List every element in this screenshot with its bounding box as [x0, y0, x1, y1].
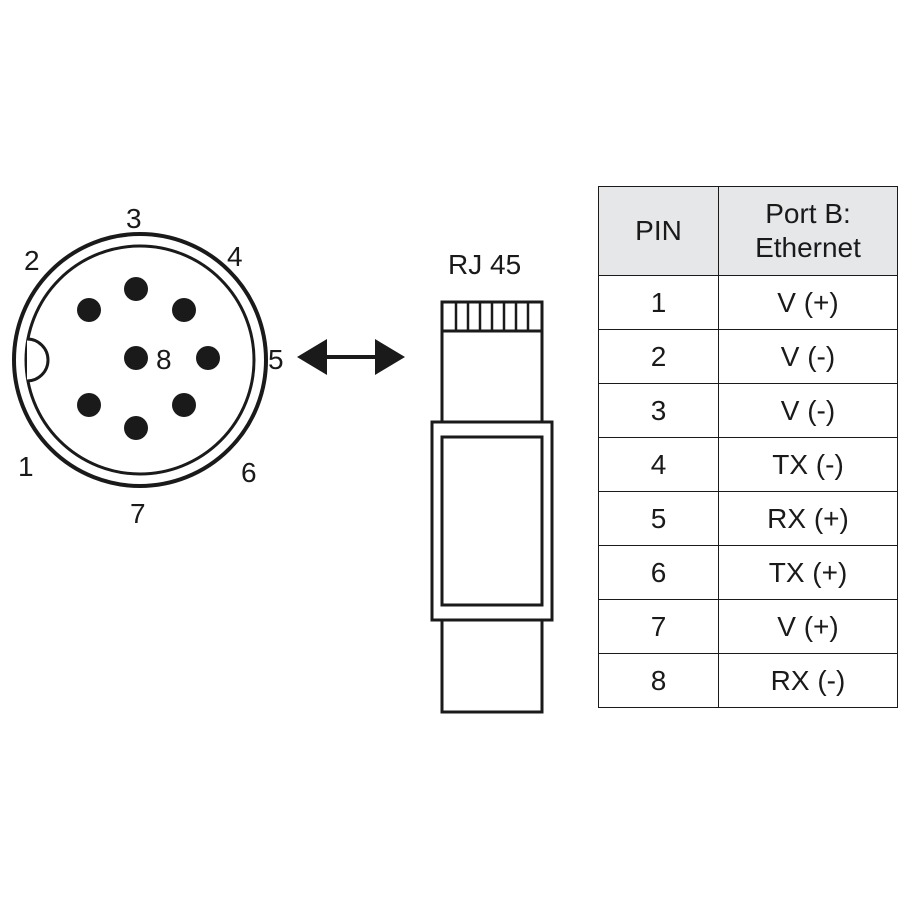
cell-pin: 6 — [598, 545, 719, 600]
table-row: 2 V (-) — [598, 329, 898, 384]
double-arrow-icon — [297, 339, 405, 375]
connector-inner-ring — [24, 244, 256, 476]
pin-dot-4 — [172, 298, 196, 322]
rj45-contacts — [454, 303, 530, 331]
cell-pin: 8 — [598, 653, 719, 708]
header-port-b: Port B: Ethernet — [718, 186, 898, 276]
table-header-row: PIN Port B: Ethernet — [598, 186, 898, 276]
pinout-table: PIN Port B: Ethernet 1 V (+) 2 V (-) 3 V… — [598, 186, 898, 708]
pin-label-4: 4 — [227, 241, 243, 272]
table-row: 6 TX (+) — [598, 545, 898, 600]
table-row: 1 V (+) — [598, 275, 898, 330]
pin-dot-5 — [196, 346, 220, 370]
pin-label-6: 6 — [241, 457, 257, 488]
cell-pin: 4 — [598, 437, 719, 492]
header-port-line1: Port B: — [765, 198, 851, 229]
cell-pin: 7 — [598, 599, 719, 654]
pin-dot-1 — [77, 393, 101, 417]
table-row: 5 RX (+) — [598, 491, 898, 546]
cell-signal: RX (+) — [718, 491, 898, 546]
rj45-body-inner — [440, 435, 544, 607]
pin-dot-2 — [77, 298, 101, 322]
header-port-line2: Ethernet — [755, 232, 861, 263]
cell-signal: V (+) — [718, 599, 898, 654]
cell-signal: TX (+) — [718, 545, 898, 600]
pin-label-8: 8 — [156, 344, 172, 375]
table-row: 8 RX (-) — [598, 653, 898, 708]
pin-dot-6 — [172, 393, 196, 417]
rj45-bottom-section — [440, 618, 544, 714]
cell-pin: 2 — [598, 329, 719, 384]
cell-pin: 3 — [598, 383, 719, 438]
circular-connector: 3 2 4 8 5 1 6 7 — [12, 203, 284, 529]
table-row: 7 V (+) — [598, 599, 898, 654]
cell-signal: TX (-) — [718, 437, 898, 492]
pin-dot-3 — [124, 277, 148, 301]
cell-signal: V (+) — [718, 275, 898, 330]
cell-pin: 1 — [598, 275, 719, 330]
pin-label-2: 2 — [24, 245, 40, 276]
pin-dot-7 — [124, 416, 148, 440]
cell-signal: RX (-) — [718, 653, 898, 708]
header-pin: PIN — [598, 186, 719, 276]
pin-label-1: 1 — [18, 451, 34, 482]
cell-signal: V (-) — [718, 329, 898, 384]
pin-label-5: 5 — [268, 344, 284, 375]
pin-label-7: 7 — [130, 498, 146, 529]
table-row: 4 TX (-) — [598, 437, 898, 492]
table-row: 3 V (-) — [598, 383, 898, 438]
rj45-label: RJ 45 — [448, 249, 521, 280]
rj45-plug: RJ 45 — [430, 249, 554, 714]
connector-key-notch — [26, 337, 50, 383]
pin-dot-8 — [124, 346, 148, 370]
cell-signal: V (-) — [718, 383, 898, 438]
pin-label-3: 3 — [126, 203, 142, 234]
connector-outer-ring — [12, 232, 268, 488]
cell-pin: 5 — [598, 491, 719, 546]
